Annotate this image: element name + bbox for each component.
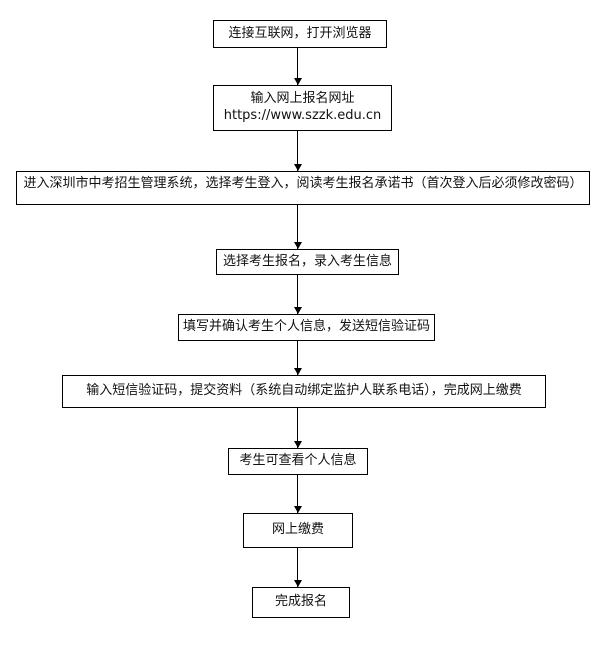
flow-step-confirm-info: 填写并确认考生个人信息，发送短信验证码	[178, 314, 435, 341]
flow-arrow-8	[294, 548, 302, 587]
step-label: 完成报名	[274, 594, 327, 610]
flow-arrow-4	[294, 275, 302, 314]
flow-step-online-payment: 网上缴费	[243, 513, 353, 548]
flow-step-select-register: 选择考生报名，录入考生信息	[216, 249, 399, 275]
flow-step-submit-verify: 输入短信验证码，提交资料（系统自动绑定监护人联系电话），完成网上缴费	[62, 375, 546, 408]
flow-arrow-7	[294, 475, 302, 513]
flow-arrow-2	[294, 131, 302, 171]
step-label: 进入深圳市中考招生管理系统，选择考生登入，阅读考生报名承诺书（首次登入后必须修改…	[23, 176, 583, 191]
step-label: 网上缴费	[271, 522, 324, 538]
flow-step-view-info: 考生可查看个人信息	[228, 448, 368, 475]
flow-step-connect-internet: 连接互联网，打开浏览器	[213, 20, 387, 48]
flow-step-login-system: 进入深圳市中考招生管理系统，选择考生登入，阅读考生报名承诺书（首次登入后必须修改…	[16, 171, 590, 205]
step-label: 连接互联网，打开浏览器	[228, 25, 372, 41]
step-label: 填写并确认考生个人信息，发送短信验证码	[182, 319, 430, 335]
step-url-text: https://www.szzk.edu.cn	[223, 108, 382, 123]
step-label: 选择考生报名，录入考生信息	[222, 253, 392, 269]
step-label: 输入短信验证码，提交资料（系统自动绑定监护人联系电话），完成网上缴费	[86, 383, 522, 399]
step-label: 考生可查看个人信息	[239, 453, 357, 469]
step-label: 输入网上报名网址	[250, 91, 355, 107]
flow-step-finish-register: 完成报名	[252, 587, 350, 618]
flow-step-enter-url: 输入网上报名网址 https://www.szzk.edu.cn	[213, 85, 392, 131]
flow-arrow-3	[294, 205, 302, 249]
flow-arrow-1	[294, 48, 302, 85]
flow-arrow-5	[294, 341, 302, 375]
flow-arrow-6	[294, 408, 302, 448]
